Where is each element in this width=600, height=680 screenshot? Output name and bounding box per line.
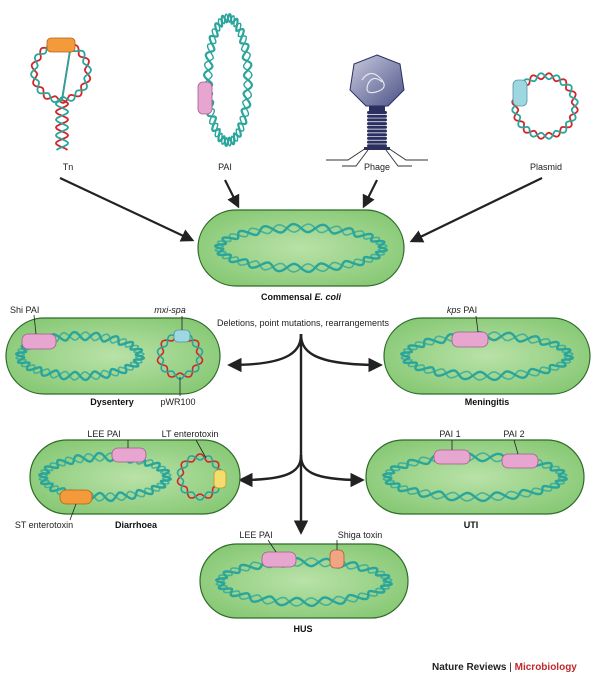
st-enterotoxin-island xyxy=(59,489,93,505)
pai-1-island xyxy=(433,449,471,465)
phage-capsid xyxy=(349,54,405,107)
transfer-arrows xyxy=(59,177,543,243)
mxi-spa-island xyxy=(173,329,191,343)
transposon-insert xyxy=(46,37,76,53)
phage-collar xyxy=(369,106,385,111)
diarrhoea-label: Diarrhoea xyxy=(115,520,158,530)
transposon-helix xyxy=(30,40,92,151)
pai-helix xyxy=(202,13,254,147)
plasmid-ring xyxy=(511,72,579,140)
pai-insert xyxy=(197,81,213,115)
lee-pai-label-diarrhoea: LEE PAI xyxy=(87,429,120,439)
lee-pai-label-hus: LEE PAI xyxy=(239,530,272,540)
meningitis-membrane xyxy=(383,317,591,395)
hus-membrane xyxy=(199,543,409,619)
uti-label: UTI xyxy=(464,520,479,530)
hus-cell: LEE PAI Shiga toxin HUS xyxy=(199,530,409,634)
pai-2-island xyxy=(501,453,539,469)
st-enterotoxin-leader xyxy=(69,503,77,521)
phage-element: Phage xyxy=(326,54,428,172)
plasmid-label: Plasmid xyxy=(530,162,562,172)
pai-2-leader xyxy=(513,439,519,455)
plasmid-element: Plasmid xyxy=(511,72,579,172)
meningitis-label: Meningitis xyxy=(465,397,510,407)
meningitis-chromosome xyxy=(399,330,575,382)
dysentery-label: Dysentery xyxy=(90,397,134,407)
kps-pai-label: kps PAI xyxy=(447,305,477,315)
branch-dysentery xyxy=(227,333,303,373)
dysentery-membrane xyxy=(5,317,221,395)
arrow-pai-to-commensal xyxy=(224,179,240,209)
lee-pai-island-diarrhoea xyxy=(111,447,147,463)
diarrhoea-cell: LEE PAI LT enterotoxin ST enterotoxin Di… xyxy=(15,429,241,530)
lee-pai-leader-hus xyxy=(267,539,277,553)
meningitis-cell: kps PAI Meningitis xyxy=(383,305,591,407)
transposon-element: Tn xyxy=(30,37,92,172)
mechanisms-label: Deletions, point mutations, rearrangemen… xyxy=(217,318,390,328)
phage-tail-fibres xyxy=(326,147,428,167)
hus-chromosome xyxy=(214,556,394,608)
mxi-spa-label: mxi-spa xyxy=(154,305,186,315)
shi-pai-label: Shi PAI xyxy=(10,305,39,315)
commensal-label: Commensal E. coli xyxy=(261,292,342,302)
kps-pai-island xyxy=(451,331,489,348)
commensal-membrane xyxy=(197,209,405,287)
arrow-plasmid-to-commensal xyxy=(409,177,543,243)
pai-label: PAI xyxy=(218,162,232,172)
kps-pai-leader xyxy=(475,315,479,333)
shi-pai-island xyxy=(21,333,57,350)
uti-membrane xyxy=(365,439,585,515)
journal-section: Microbiology xyxy=(514,662,577,673)
lt-enterotoxin-label: LT enterotoxin xyxy=(162,429,219,439)
uti-cell: PAI 1 PAI 2 UTI xyxy=(365,429,585,530)
st-enterotoxin-label: ST enterotoxin xyxy=(15,520,73,530)
plasmid-insert xyxy=(512,79,528,107)
lt-enterotoxin-leader xyxy=(195,439,207,459)
pai-2-label: PAI 2 xyxy=(503,429,524,439)
dysentery-cell: Shi PAI mxi-spa pWR100 Dysentery xyxy=(5,305,221,407)
branch-meningitis xyxy=(299,333,383,373)
branch-diarrhoea xyxy=(238,454,303,488)
pathotype-arrows xyxy=(227,333,383,535)
journal-name: Nature Reviews xyxy=(432,662,507,673)
lee-pai-island-hus xyxy=(261,551,297,568)
branch-uti xyxy=(299,454,365,488)
pai-element: PAI xyxy=(197,13,254,172)
hus-label: HUS xyxy=(293,624,312,634)
pwr100-label: pWR100 xyxy=(160,397,195,407)
arrow-phage-to-commensal xyxy=(362,179,378,209)
commensal-cell: Commensal E. coli xyxy=(197,209,405,302)
pai-1-label: PAI 1 xyxy=(439,429,460,439)
shi-pai-leader xyxy=(33,314,37,335)
dysentery-chromosome xyxy=(14,330,146,382)
phage-tail xyxy=(364,111,390,150)
commensal-chromosome xyxy=(213,222,389,274)
shiga-toxin-island xyxy=(329,549,345,569)
credit-separator: | xyxy=(506,662,515,673)
shiga-toxin-label: Shiga toxin xyxy=(338,530,383,540)
lt-enterotoxin-island xyxy=(213,469,227,489)
journal-credit: Nature Reviews | Microbiology xyxy=(432,662,577,673)
diarrhoea-plasmid xyxy=(176,453,224,501)
arrow-tn-to-commensal xyxy=(59,177,195,242)
phage-label: Phage xyxy=(364,162,390,172)
phage-dna xyxy=(361,72,385,94)
transposon-label: Tn xyxy=(63,162,74,172)
